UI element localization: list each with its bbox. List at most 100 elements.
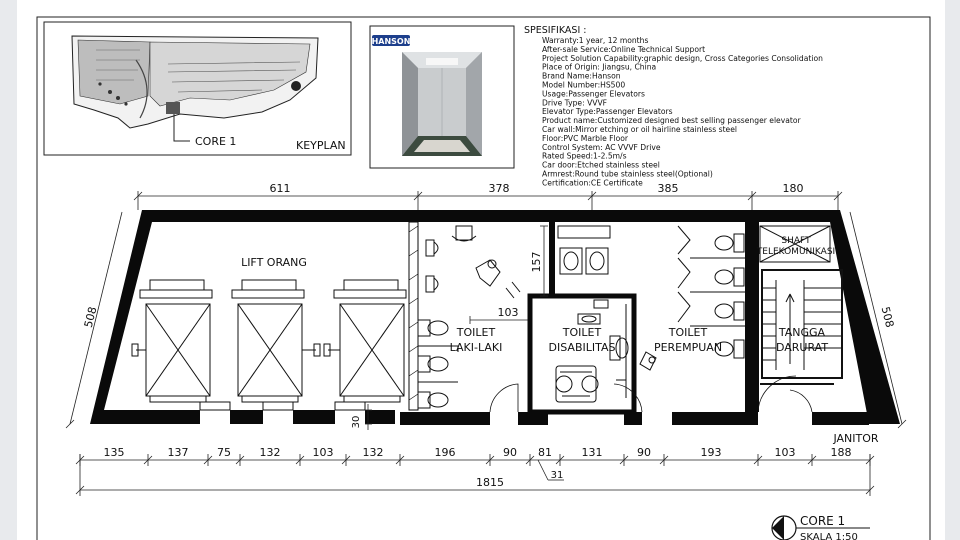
dim-tick-slash <box>341 455 351 465</box>
section-marker-arrow-icon <box>772 516 784 540</box>
door-swing-men <box>489 383 519 413</box>
specification-block: SPESIFIKASI : Warranty:1 year, 12 months… <box>524 25 823 187</box>
dim-bottom-label: 75 <box>217 446 231 459</box>
spec-line: Model Number:HS500 <box>542 81 625 90</box>
dim-tick-slash <box>235 455 245 465</box>
dim-30: 30 <box>351 416 362 429</box>
dim-tick-slash <box>143 455 153 465</box>
hanson-logo <box>372 35 410 46</box>
shaft-stair-area <box>759 225 843 385</box>
spec-line: Rated Speed:1-2.5m/s <box>542 152 627 161</box>
dim-30-lines <box>365 404 372 430</box>
spec-line: Brand Name:Hanson <box>542 72 621 81</box>
room-toilet-disabled-line1: TOILET <box>562 326 602 339</box>
toilet-disabled-room <box>527 222 637 415</box>
keyplan-title: KEYPLAN <box>296 139 346 152</box>
dim-tick-slash <box>75 455 85 465</box>
door-swing-disabled <box>613 383 643 413</box>
spec-line: Armrest:Round tube stainless steel(Optio… <box>542 170 713 179</box>
spec-line: Product name:Customized designed best se… <box>542 116 801 125</box>
spec-line: Elevator Type:Passenger Elevators <box>542 107 673 116</box>
dim-tick-slash <box>619 455 629 465</box>
dim-right-508: 508 <box>879 305 897 329</box>
dim-bottom-label: 132 <box>363 446 384 459</box>
room-toilet-men-line2: LAKI-LAKI <box>450 341 503 354</box>
elevator-cabin-image <box>402 52 482 156</box>
top-dimensions <box>133 191 843 210</box>
room-toilet-men-line1: TOILET <box>456 326 496 339</box>
dim-tick-slash <box>395 455 405 465</box>
dim-bottom-label: 131 <box>582 446 603 459</box>
dim-tick-slash <box>753 455 763 465</box>
keyplan-core-label: CORE 1 <box>195 135 236 148</box>
core-walls <box>90 210 900 425</box>
room-stair-line1: TANGGA <box>778 326 826 339</box>
bottom-dimension-ticks <box>75 454 875 466</box>
door-swing-janitor <box>789 389 813 413</box>
room-shaft-line1: SHAFT <box>781 236 811 246</box>
lift-car-1 <box>131 279 213 403</box>
dim-bottom-label: 103 <box>775 446 796 459</box>
dim-157-lines <box>540 225 548 297</box>
spec-line: Warranty:1 year, 12 months <box>542 36 648 45</box>
dim-top-385: 385 <box>658 182 679 195</box>
title-core: CORE 1 <box>800 514 845 528</box>
toilet-men-fixtures <box>417 225 521 409</box>
dim-bottom-label: 188 <box>831 446 852 459</box>
room-stair-line2: DARURAT <box>776 341 828 354</box>
room-toilet-women-line2: PEREMPUAN <box>654 341 722 354</box>
dim-top-378: 378 <box>489 182 510 195</box>
dim-tick-slash <box>659 455 669 465</box>
title-block: CORE 1 SKALA 1:50 <box>771 514 870 540</box>
side-dimension-lines <box>65 211 907 429</box>
dim-bottom-label: 103 <box>313 446 334 459</box>
hanson-logo-text: HANSON <box>372 37 411 46</box>
room-janitor: JANITOR <box>832 432 878 445</box>
spec-line: Usage:Passenger Elevators <box>542 89 645 98</box>
dim-103-inner: 103 <box>498 306 519 319</box>
dim-left-508: 508 <box>82 305 100 329</box>
dim-total-1815: 1815 <box>476 476 504 489</box>
dim-tick-slash <box>807 455 817 465</box>
spec-line: Floor:PVC Marble Floor <box>542 134 629 143</box>
spec-line: Certification:CE Certificate <box>542 178 643 187</box>
dim-top-180: 180 <box>783 182 804 195</box>
dim-tick-slash <box>525 455 535 465</box>
dim-tick-slash <box>485 455 495 465</box>
toilet-women-fixtures <box>639 225 745 371</box>
lift-doors <box>199 401 366 411</box>
dim-tick-slash <box>203 455 213 465</box>
sheet-border <box>36 16 931 540</box>
room-toilet-disabled-line2: DISABILITAS <box>549 341 616 354</box>
spec-line: Place of Origin: Jiangsu, China <box>542 63 656 72</box>
dim-bottom-label: 90 <box>637 446 651 459</box>
room-toilet-women-line1: TOILET <box>668 326 708 339</box>
spec-line: Drive Type: VVVF <box>542 98 607 107</box>
spec-line: Car door:Etched stainless steel <box>542 161 660 170</box>
dim-bottom-label: 137 <box>168 446 189 459</box>
bottom-dimension-lines <box>75 454 875 496</box>
dim-tick-slash <box>555 455 565 465</box>
title-scale: SKALA 1:50 <box>800 532 858 540</box>
dim-bottom-label: 196 <box>435 446 456 459</box>
keyplan-site-map <box>71 35 319 129</box>
wall-hatch <box>408 225 419 401</box>
dim-tick-slash <box>295 455 305 465</box>
dim-bottom-label: 193 <box>701 446 722 459</box>
dim-tick-slash <box>865 455 875 465</box>
elevator-photo-panel: HANSON <box>369 25 515 169</box>
dim-bottom-label: 135 <box>104 446 125 459</box>
door-swing-stair <box>757 375 797 413</box>
lift-car-2 <box>231 279 321 403</box>
spec-heading: SPESIFIKASI : <box>524 25 586 36</box>
dim-31: 31 <box>551 470 564 481</box>
dim-bottom-label: 81 <box>538 446 552 459</box>
room-lift-orang: LIFT ORANG <box>241 256 307 269</box>
dim-top-611: 611 <box>270 182 291 195</box>
spec-line: Car wall:Mirror etching or oil hairline … <box>542 125 737 134</box>
dim-bottom-label: 90 <box>503 446 517 459</box>
lift-car-3 <box>323 279 407 403</box>
